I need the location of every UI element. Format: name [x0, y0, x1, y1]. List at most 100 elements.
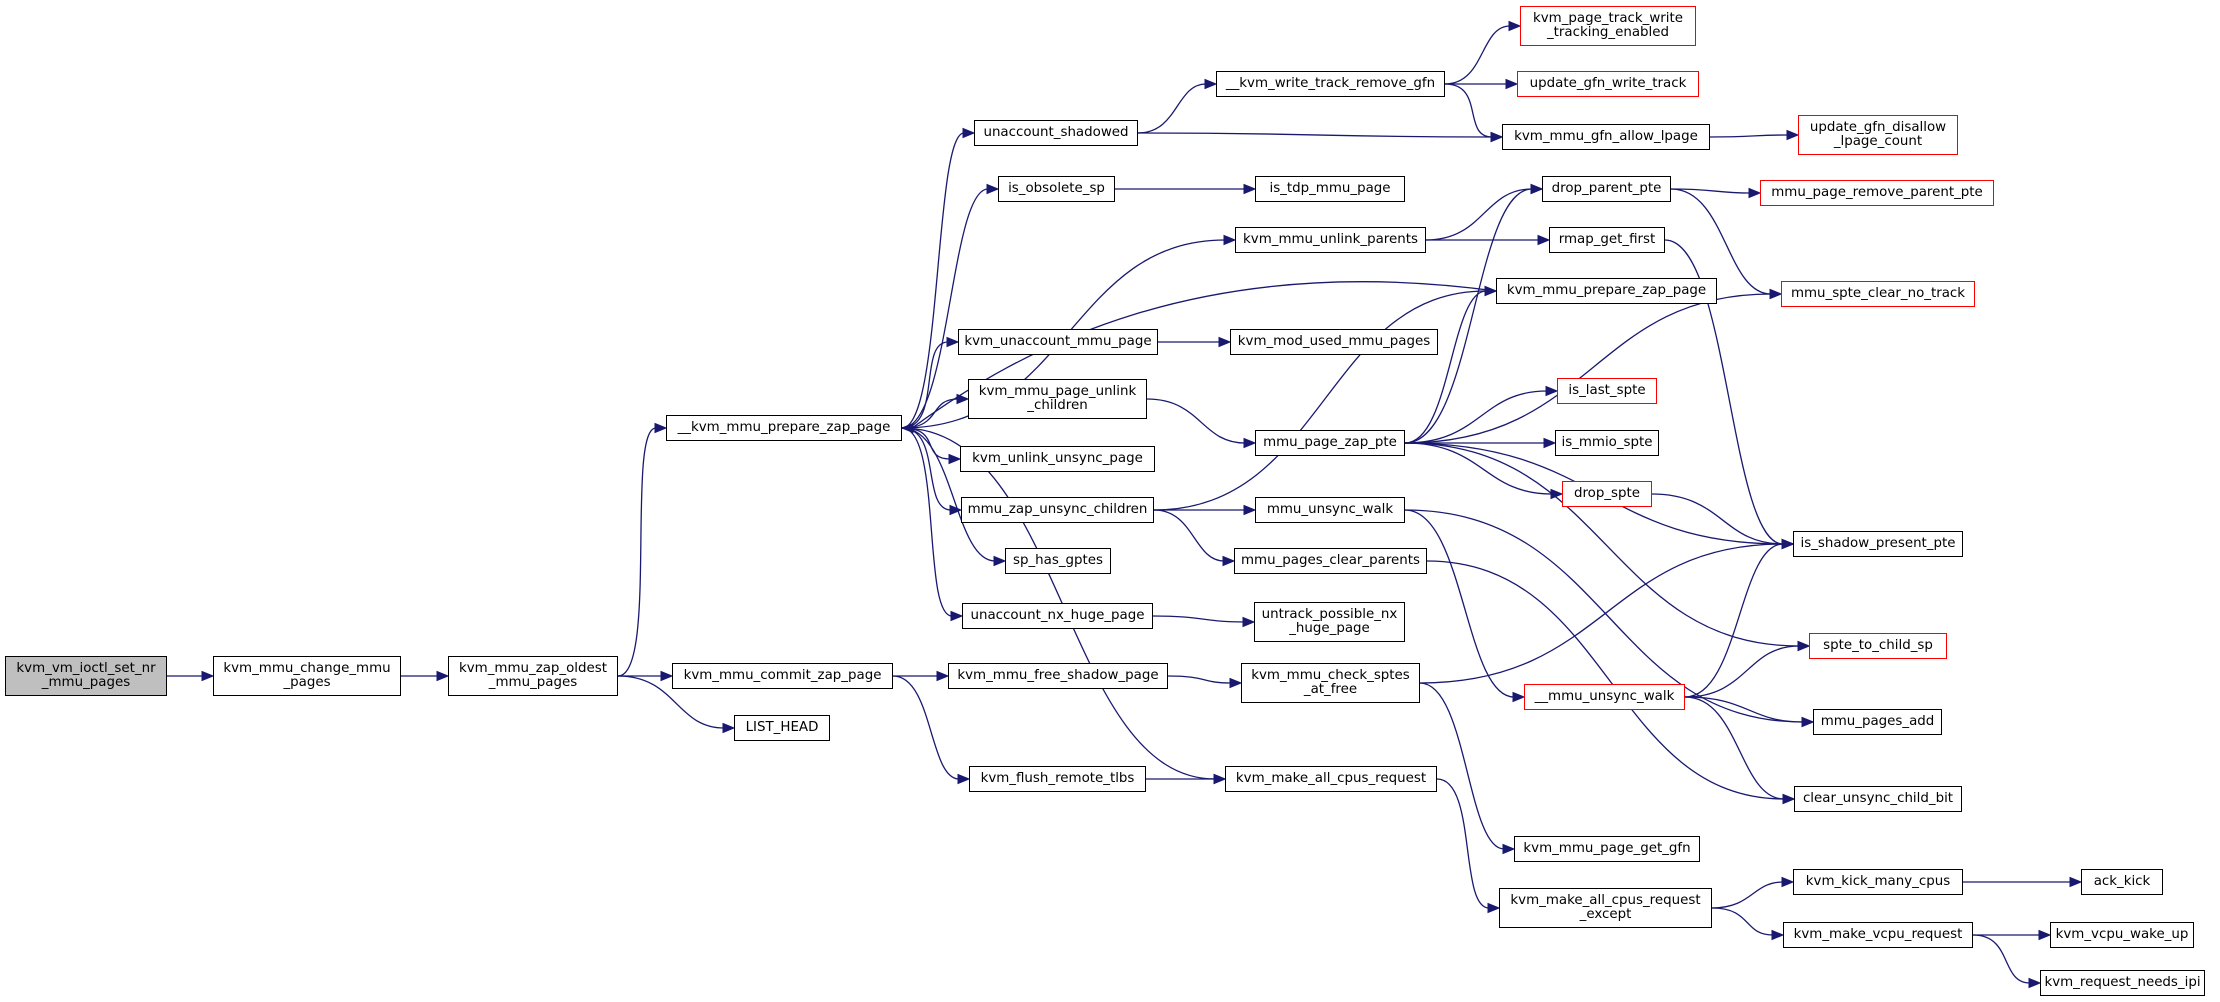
- node-clear-unsync-child-bit[interactable]: clear_unsync_child_bit: [1794, 786, 1962, 812]
- node-kvm-mmu-gfn-allow-lpage[interactable]: kvm_mmu_gfn_allow_lpage: [1502, 124, 1710, 150]
- node-update-gfn-write-track[interactable]: update_gfn_write_track: [1517, 71, 1699, 97]
- edge-mmu-page-zap-pte-to-mmu-spte-clear-no-track: [1404, 293, 1772, 444]
- node-mmu-page-remove-parent-pte[interactable]: mmu_page_remove_parent_pte: [1760, 180, 1994, 206]
- edge-kvm-write-track-remove-gfn-to-kvm-mmu-gfn-allow-lpage: [1444, 83, 1493, 138]
- node-mmu-page-zap-pte[interactable]: mmu_page_zap_pte: [1255, 430, 1405, 456]
- node-untrack-possible-nx-huge-page[interactable]: untrack_possible_nx _huge_page: [1254, 602, 1405, 642]
- arrowhead: [949, 504, 963, 516]
- node-kvm-vcpu-wake-up[interactable]: kvm_vcpu_wake_up: [2050, 922, 2194, 948]
- arrowhead: [1530, 183, 1544, 195]
- arrowhead: [1769, 288, 1783, 300]
- node-kvm-mod-used-mmu-pages[interactable]: kvm_mod_used_mmu_pages: [1230, 329, 1438, 355]
- node-kvm-vm-ioctl-set-nr-mmu-pages: kvm_vm_ioctl_set_nr _mmu_pages: [5, 656, 167, 696]
- arrowhead: [900, 422, 914, 434]
- arrowhead: [946, 336, 960, 348]
- node-kvm-mmu-free-shadow-page[interactable]: kvm_mmu_free_shadow_page: [948, 663, 1168, 689]
- arrowhead: [1545, 385, 1559, 397]
- arrowhead: [2069, 876, 2083, 888]
- node-is-shadow-present-pte[interactable]: is_shadow_present_pte: [1793, 531, 1963, 557]
- node-kvm-mmu-change-mmu-pages[interactable]: kvm_mmu_change_mmu _pages: [213, 656, 401, 696]
- edge-mmu-page-zap-pte-to-is-last-spte: [1404, 390, 1548, 444]
- arrowhead: [936, 670, 950, 682]
- node-kvm-kick-many-cpus[interactable]: kvm_kick_many_cpus: [1793, 869, 1963, 895]
- arrowhead: [1490, 131, 1504, 143]
- node-kvm-mmu-zap-oldest-mmu-pages[interactable]: kvm_mmu_zap_oldest _mmu_pages: [448, 656, 618, 696]
- edge-unaccount-nx-huge-page-to-untrack-possible-nx-huge-page: [1152, 615, 1245, 623]
- edge-mmu-unsync-walk-to-clear-unsync-child-bit: [1684, 696, 1785, 800]
- arrowhead: [1781, 876, 1795, 888]
- arrowhead: [1786, 129, 1800, 141]
- edge-mmu-pages-clear-parents-to-clear-unsync-child-bit: [1426, 560, 1785, 800]
- node-drop-parent-pte[interactable]: drop_parent_pte: [1542, 176, 1671, 202]
- node-rmap-get-first[interactable]: rmap_get_first: [1549, 227, 1665, 253]
- edge-mmu-page-zap-pte-to-spte-to-child-sp: [1404, 442, 1800, 647]
- node-mmu-unsync-walk[interactable]: mmu_unsync_walk: [1255, 497, 1405, 523]
- edge-kvm-mmu-prepare-zap-page-to-unaccount-nx-huge-page: [901, 427, 953, 617]
- node-kvm-mmu-unlink-parents[interactable]: kvm_mmu_unlink_parents: [1235, 227, 1426, 253]
- arrowhead: [2038, 929, 2052, 941]
- node-kvm-request-needs-ipi[interactable]: kvm_request_needs_ipi: [2040, 970, 2205, 996]
- node-kvm-flush-remote-tlbs[interactable]: kvm_flush_remote_tlbs: [969, 766, 1146, 792]
- node-drop-spte[interactable]: drop_spte: [1562, 481, 1652, 507]
- arrowhead: [1484, 285, 1498, 297]
- node-kvm-mmu-commit-zap-page[interactable]: kvm_mmu_commit_zap_page: [672, 663, 893, 689]
- node-kvm-mmu-prepare-zap-page[interactable]: kvm_mmu_prepare_zap_page: [1496, 278, 1717, 304]
- node-kvm-write-track-remove-gfn[interactable]: __kvm_write_track_remove_gfn: [1216, 71, 1445, 97]
- node-mmu-unsync-walk[interactable]: __mmu_unsync_walk: [1524, 684, 1685, 710]
- edge-kvm-mmu-free-shadow-page-to-kvm-mmu-check-sptes-at-free: [1167, 675, 1232, 684]
- node-kvm-mmu-page-get-gfn[interactable]: kvm_mmu_page_get_gfn: [1514, 836, 1700, 862]
- node-is-last-spte[interactable]: is_last_spte: [1557, 378, 1657, 404]
- node-is-tdp-mmu-page[interactable]: is_tdp_mmu_page: [1255, 176, 1405, 202]
- node-unaccount-nx-huge-page[interactable]: unaccount_nx_huge_page: [962, 603, 1153, 629]
- arrowhead: [993, 555, 1007, 567]
- arrowhead: [950, 610, 964, 622]
- arrowhead: [1229, 677, 1243, 689]
- edge-drop-spte-to-is-shadow-present-pte: [1651, 493, 1784, 545]
- arrowhead: [1550, 488, 1564, 500]
- edge-mmu-page-zap-pte-to-drop-spte: [1404, 442, 1553, 495]
- node-kvm-make-all-cpus-request[interactable]: kvm_make_all_cpus_request: [1225, 766, 1437, 792]
- arrowhead: [722, 722, 736, 734]
- node-ack-kick[interactable]: ack_kick: [2081, 869, 2163, 895]
- node-kvm-unlink-unsync-page[interactable]: kvm_unlink_unsync_page: [960, 446, 1155, 472]
- arrowhead: [660, 670, 674, 682]
- node-spte-to-child-sp[interactable]: spte_to_child_sp: [1809, 633, 1947, 659]
- edge-kvm-mmu-zap-oldest-mmu-pages-to-LIST-HEAD: [617, 675, 725, 729]
- arrowhead: [962, 127, 976, 139]
- arrowhead: [1222, 555, 1236, 567]
- node-sp-has-gptes[interactable]: sp_has_gptes: [1005, 548, 1111, 574]
- arrowhead: [1748, 187, 1762, 199]
- arrowhead: [1508, 20, 1522, 32]
- node-LIST-HEAD[interactable]: LIST_HEAD: [734, 715, 830, 741]
- arrowhead: [1487, 902, 1501, 914]
- edge-kvm-make-vcpu-request-to-kvm-request-needs-ipi: [1972, 934, 2031, 984]
- arrowhead: [1218, 336, 1232, 348]
- node-kvm-mmu-check-sptes-at-free[interactable]: kvm_mmu_check_sptes _at_free: [1241, 663, 1420, 703]
- node-mmu-spte-clear-no-track[interactable]: mmu_spte_clear_no_track: [1781, 281, 1975, 307]
- node-is-mmio-spte[interactable]: is_mmio_spte: [1555, 430, 1659, 456]
- arrowhead: [1797, 640, 1811, 652]
- node-kvm-mmu-page-unlink-children[interactable]: kvm_mmu_page_unlink _children: [968, 379, 1147, 419]
- edge-kvm-make-all-cpus-request-to-kvm-make-all-cpus-request-except: [1436, 778, 1490, 909]
- node-mmu-zap-unsync-children[interactable]: mmu_zap_unsync_children: [961, 497, 1154, 523]
- arrowhead: [201, 670, 215, 682]
- node-kvm-make-vcpu-request[interactable]: kvm_make_vcpu_request: [1783, 922, 1973, 948]
- node-is-obsolete-sp[interactable]: is_obsolete_sp: [998, 176, 1115, 202]
- node-mmu-pages-add[interactable]: mmu_pages_add: [1813, 709, 1942, 735]
- node-kvm-make-all-cpus-request-except[interactable]: kvm_make_all_cpus_request _except: [1499, 888, 1712, 928]
- edge-kvm-mmu-prepare-zap-page-to-unaccount-shadowed: [901, 132, 965, 429]
- node-update-gfn-disallow-lpage-count[interactable]: update_gfn_disallow _lpage_count: [1798, 115, 1958, 155]
- node-mmu-pages-clear-parents[interactable]: mmu_pages_clear_parents: [1234, 548, 1427, 574]
- edge-mmu-page-zap-pte-to-kvm-mmu-prepare-zap-page: [1404, 290, 1487, 444]
- arrowhead: [1781, 538, 1795, 550]
- node-kvm-page-track-write-tracking-enabled[interactable]: kvm_page_track_write _tracking_enabled: [1520, 6, 1696, 46]
- edge-kvm-mmu-prepare-zap-page-to-kvm-unlink-unsync-page: [901, 427, 951, 460]
- arrowhead: [1242, 616, 1256, 628]
- node-kvm-unaccount-mmu-page[interactable]: kvm_unaccount_mmu_page: [958, 329, 1158, 355]
- edge-rmap-get-first-to-is-shadow-present-pte: [1664, 239, 1784, 545]
- node-kvm-mmu-prepare-zap-page[interactable]: __kvm_mmu_prepare_zap_page: [666, 415, 902, 441]
- node-unaccount-shadowed[interactable]: unaccount_shadowed: [974, 120, 1138, 146]
- edge-mmu-unsync-walk-to-spte-to-child-sp: [1684, 645, 1800, 698]
